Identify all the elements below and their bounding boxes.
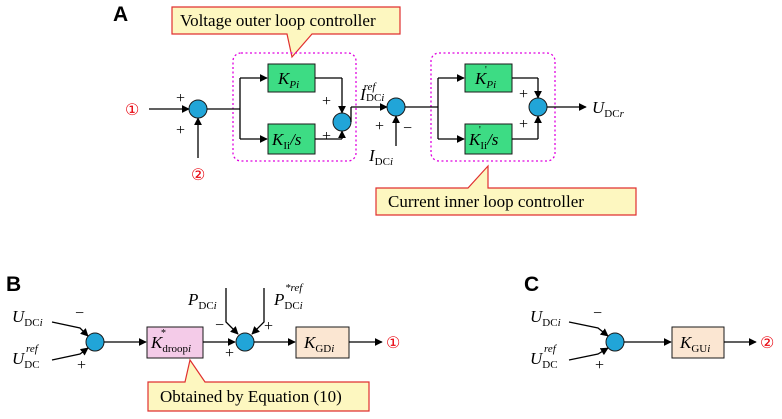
kgu-block-label: KGUi — [679, 333, 710, 355]
kgu-block — [671, 326, 725, 359]
sum-junction-1 — [188, 99, 208, 119]
b-udcref-label: UDC — [12, 349, 40, 371]
kp-prime-block-label: KPi — [474, 69, 496, 91]
current-inner-callout-text: Current inner loop controller — [388, 192, 584, 211]
c-sum-sign-top: − — [593, 305, 602, 322]
voltage-outer-callout: Voltage outer loop controller — [171, 6, 401, 59]
input-marker-2: ② — [191, 167, 205, 184]
ki-prime-block — [464, 123, 513, 155]
input-marker-1: ① — [125, 102, 139, 119]
sum-junction-2 — [332, 112, 352, 132]
idc-ref-label: Iref — [359, 81, 377, 104]
obtained-by-callout: Obtained by Equation (10) — [147, 358, 370, 412]
b-udcref-sup: ref — [26, 343, 40, 355]
droop-prime-mark: * — [161, 328, 166, 339]
current-inner-callout: Current inner loop controller — [375, 164, 637, 216]
b-sum2-sign-left: − — [215, 317, 224, 334]
panel-label-c: C — [524, 273, 539, 296]
ki-prime-block-label: KIi/s — [468, 130, 499, 152]
sum-junction-3 — [386, 97, 406, 117]
sum3-sign-left: + — [375, 118, 384, 135]
sum-junction-4 — [528, 97, 548, 117]
c-sum-junction — [605, 332, 625, 352]
c-sum-sign-bottom: + — [595, 357, 604, 374]
c-output-marker-2: ② — [760, 335, 774, 352]
c-udci-label: UDCi — [530, 307, 561, 329]
pdci-label: PDCi — [187, 290, 217, 312]
sum4-sign-top: + — [519, 86, 528, 103]
b-sum2-sign-right: + — [264, 318, 273, 335]
c-udcref-sup: ref — [544, 343, 558, 355]
b-udci-label: UDCi — [12, 307, 43, 329]
sum1-sign-top: + — [176, 90, 185, 107]
ki-block-label: KIi/s — [271, 130, 302, 152]
panel-label-a: A — [113, 3, 128, 26]
ki-block — [267, 123, 316, 155]
voltage-outer-callout-text: Voltage outer loop controller — [180, 11, 376, 30]
b-sum-junction-1 — [85, 332, 105, 352]
sum3-sign-bottom: − — [403, 120, 412, 137]
pdci-ref-label: PDCi — [273, 290, 303, 312]
kgd-block — [295, 326, 350, 359]
kgd-block-label: KGDi — [303, 333, 334, 355]
droop-block-label: Kdroopi — [150, 333, 191, 355]
sum1-sign-left: + — [176, 122, 185, 139]
kp-block-label: KPi — [277, 69, 299, 91]
c-udcref-label: UDC — [530, 349, 558, 371]
sum2-sign-bottom: + — [322, 128, 331, 145]
b-sum1-sign-top: − — [75, 305, 84, 322]
idc-label: IDCi — [368, 146, 393, 168]
droop-block — [146, 326, 204, 359]
b-sum2-sign-bottom: + — [225, 345, 234, 362]
obtained-by-callout-text: Obtained by Equation (10) — [160, 387, 342, 406]
b-sum1-sign-bottom: + — [77, 357, 86, 374]
udcr-label: UDCr — [592, 98, 625, 120]
kp-prime-mark: ' — [485, 65, 487, 76]
b-output-marker-1: ① — [386, 335, 400, 352]
sum2-sign-top: + — [322, 93, 331, 110]
idc-ref-subscript: DCi — [366, 92, 384, 104]
panel-label-b: B — [6, 273, 21, 296]
ki-prime-mark: ' — [479, 125, 481, 136]
current-inner-controller-box — [430, 52, 556, 162]
pdci-ref-sup: *ref — [285, 282, 304, 294]
b-sum-junction-2 — [235, 332, 255, 352]
sum4-sign-bottom: + — [519, 116, 528, 133]
kp-prime-block — [464, 63, 513, 93]
